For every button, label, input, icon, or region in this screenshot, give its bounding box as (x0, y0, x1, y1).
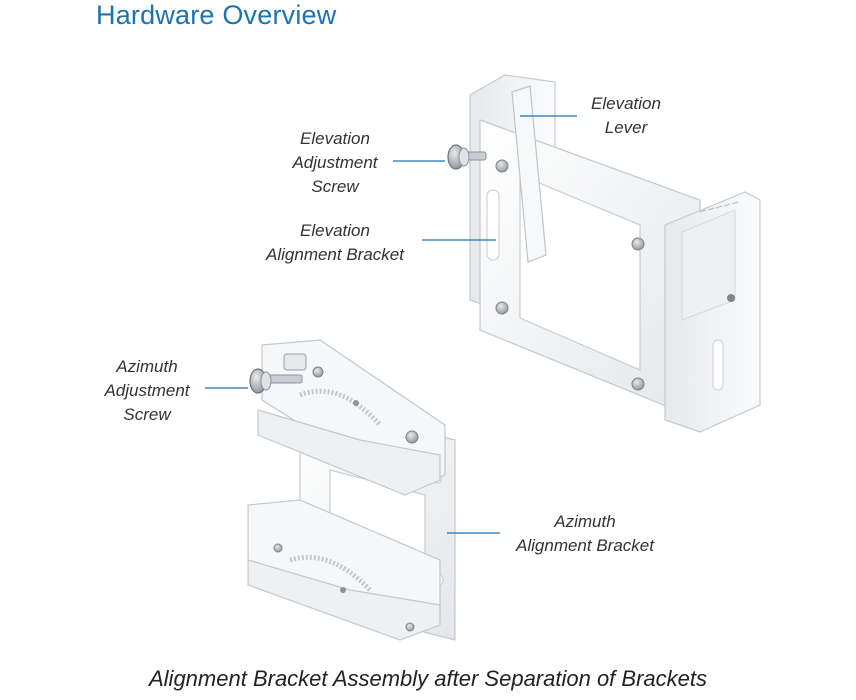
leader-lines (205, 115, 577, 534)
figure-caption: Alignment Bracket Assembly after Separat… (149, 666, 707, 691)
bolt (631, 377, 645, 391)
elevation-alignment-bracket (469, 74, 761, 433)
azimuth-alignment-bracket (247, 339, 456, 641)
azimuth-adjustment-screw-part (249, 353, 307, 394)
elevation-adjustment-screw-part (447, 144, 487, 170)
page-title: Hardware Overview (96, 0, 337, 30)
azimuth-alignment-bracket-label: Azimuth Alignment Bracket (516, 512, 654, 555)
bolt (495, 301, 509, 315)
elevation-alignment-bracket-label: Elevation Alignment Bracket (266, 221, 404, 264)
elevation-lever-label: Elevation Lever (591, 94, 661, 137)
elevation-adjustment-screw-label: Elevation Adjustment Screw (292, 129, 378, 196)
azimuth-adjustment-screw-label: Azimuth Adjustment Screw (104, 357, 190, 424)
bolt (495, 159, 509, 173)
bolt (631, 237, 645, 251)
hole (727, 294, 735, 302)
elevation-window (519, 174, 641, 371)
elevation-lever-part (511, 85, 547, 263)
